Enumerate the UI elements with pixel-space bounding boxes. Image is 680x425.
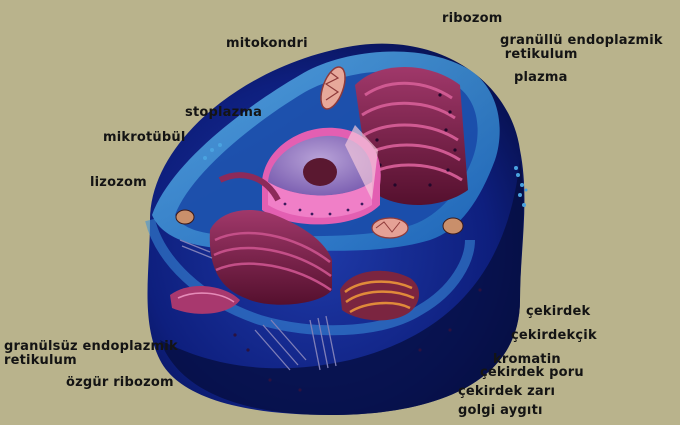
label-lizozom: lizozom <box>90 175 147 190</box>
label-granulsuz-endoplazmik-retikulum: granülsüz endoplazmik retikulum <box>4 339 178 368</box>
membrane-receptors <box>203 143 528 207</box>
label-mitokondri: mitokondri <box>226 36 308 51</box>
label-cekirdekcik: çekirdekçik <box>511 328 597 343</box>
smooth-er <box>170 285 240 314</box>
label-cekirdek: çekirdek <box>526 304 591 319</box>
mitochondrion-right <box>371 217 409 239</box>
label-granullu-endoplazmik-retikulum: granüllü endoplazmik retikulum <box>500 33 663 62</box>
nucleolus <box>303 158 337 186</box>
label-cekirdek-zari: çekirdek zarı <box>458 384 556 399</box>
label-ozgur-ribozom: özgür ribozom <box>66 375 174 390</box>
label-plazma: plazma <box>514 70 568 85</box>
label-kromatin: kromatin <box>493 352 561 367</box>
rough-er-stack <box>355 66 468 206</box>
golgi-apparatus <box>340 270 420 321</box>
mitochondrion-top <box>320 66 346 110</box>
label-stoplazma: stoplazma <box>185 105 263 120</box>
rough-er-left <box>209 172 332 305</box>
label-mikrotubul: mikrotübül <box>103 130 186 145</box>
nucleus <box>262 125 381 225</box>
label-cekirdek-poru: çekirdek poru <box>480 365 584 380</box>
free-ribosomes <box>233 288 482 392</box>
microtubules <box>179 239 337 371</box>
label-ribozom: ribozom <box>442 11 503 26</box>
lysosome <box>175 209 464 235</box>
label-golgi-aygiti: golgi aygıtı <box>458 403 543 418</box>
